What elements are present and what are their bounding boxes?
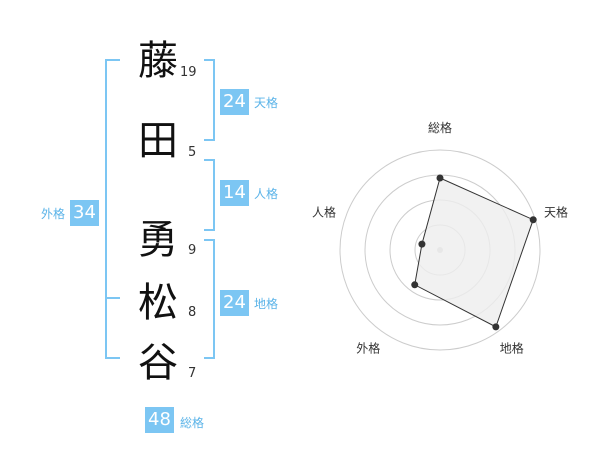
- name-char-3: 勇: [138, 217, 178, 263]
- stroke-count-1: 19: [180, 65, 197, 80]
- name-char-2: 田: [138, 118, 178, 164]
- tenkaku-badge: 24: [220, 89, 249, 115]
- radar-point-5: [418, 240, 426, 248]
- soukaku-label: 総格: [180, 416, 205, 430]
- name-char-5: 谷: [138, 340, 178, 386]
- gaikaku-label: 外格: [41, 207, 66, 221]
- stroke-count-3: 9: [188, 243, 197, 258]
- jinkaku-badge: 14: [220, 180, 249, 206]
- name-char-4: 松: [138, 280, 178, 326]
- jinkaku-bracket: [204, 159, 215, 231]
- name-char-1: 藤: [138, 38, 178, 84]
- radar-point-1: [436, 174, 444, 182]
- stroke-count-5: 7: [188, 366, 197, 381]
- gaikaku-bracket: [105, 59, 120, 359]
- jinkaku-label: 人格: [254, 187, 279, 201]
- radar-ring-4: [339, 149, 541, 351]
- radar-axis-label-5: 人格: [312, 204, 336, 219]
- chikaku-bracket: [204, 239, 215, 359]
- radar-point-3: [492, 323, 500, 331]
- stroke-count-4: 8: [188, 305, 197, 320]
- radar-point-4: [411, 281, 419, 289]
- chikaku-badge: 24: [220, 290, 249, 316]
- tenkaku-bracket: [204, 59, 215, 141]
- radar-axis-label-2: 天格: [544, 204, 568, 219]
- gaikaku-badge: 34: [70, 200, 99, 226]
- radar-point-2: [529, 216, 537, 224]
- radar-axis-label-1: 総格: [428, 120, 452, 135]
- radar-axis-label-3: 地格: [500, 341, 524, 356]
- chikaku-label: 地格: [254, 297, 279, 311]
- radar-polygon: [414, 177, 534, 328]
- stroke-count-2: 5: [188, 145, 197, 160]
- soukaku-badge: 48: [145, 407, 174, 433]
- radar-axis-label-4: 外格: [356, 341, 380, 356]
- tenkaku-label: 天格: [254, 96, 279, 110]
